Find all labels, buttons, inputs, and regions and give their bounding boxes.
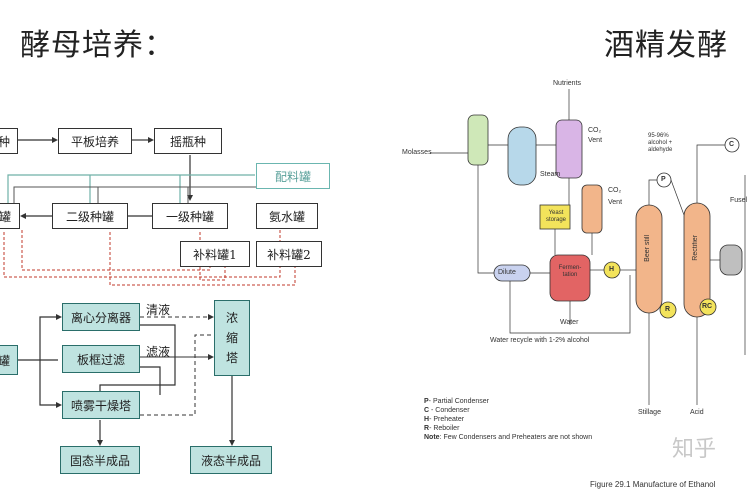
sterilizer-vessel [507,126,537,186]
yeast-flow-lines [3,137,296,446]
fusel-vessel [719,244,743,276]
tank-box-left: 罐 [0,203,20,229]
ethanol-flow-graphics [430,89,746,405]
shake-flask-box: 摇瓶种 [154,128,222,154]
reboiler-tag-2: RC [702,303,713,310]
ethanol-process-diagram: Nutrients Molasses CO₂ Vent Steam CO₂ Ve… [390,75,750,500]
partial-condenser-tag: P [661,176,666,183]
ammonia-tank-box: 氨水罐 [256,203,318,229]
stillage-label: Stillage [638,409,661,416]
vent-a-label: Vent [588,137,603,144]
figure-caption: Figure 29.1 Manufacture of Ethanol [590,480,716,489]
nutrients-label: Nutrients [553,80,582,87]
plate-culture-box: 平板培养 [58,128,132,154]
beer-still-label: Beer still [644,235,651,262]
legend-c: C - Condenser [424,407,470,414]
secondary-seed-tank-box: 二级种罐 [52,203,128,229]
reboiler-circle-2 [699,298,717,316]
concentrator-char-2: 缩 [225,331,238,345]
plate-filter-box: 板框过滤 [62,345,140,373]
feed-tank-2-box: 补料罐2 [256,241,322,267]
feed-tank-1-box: 补料罐1 [180,241,250,267]
fusel-label: Fusel [730,197,748,204]
yeast-storage-label: Yeast storage [545,210,566,223]
legend-note: Note: Few Condensers and Preheaters are … [424,434,593,441]
concentrator-char-3: 塔 [225,351,238,365]
alcohol-note-label: 95-96% alcohol + aldehyde [648,133,673,153]
zhihu-watermark: 知乎 [672,437,717,462]
yeast-culture-vessel [581,184,603,234]
seed-box: 种 [0,128,18,154]
nutrient-vessel [555,119,583,179]
molasses-label: Molasses [402,149,432,156]
preheater-tag: H [609,266,615,273]
legend-r: R- Reboiler [424,425,460,432]
clear-liquid-label: 清液 [146,303,171,317]
legend-p: P- Partial Condenser [424,398,489,405]
water-recycle-label: Water recycle with 1-2% alcohol [490,337,590,344]
spray-dryer-box: 喷雾干燥塔 [62,391,140,419]
liquid-product-box: 液态半成品 [190,446,272,474]
reboiler-tag-1: R [665,306,671,313]
centrifuge-box: 离心分离器 [62,303,140,331]
co2-a-label: CO₂ [588,127,602,134]
right-heading: 酒精发酵 [604,28,728,63]
concentrator-char-1: 浓 [225,311,238,325]
tank-box-lower: 罐 [0,345,18,375]
yeast-culture-diagram: 种 平板培养 摇瓶种 配料罐 罐 二级种罐 一级种罐 氨水罐 补料罐1 补料罐2… [0,95,340,500]
rectifier-label: Rectifier [692,235,699,261]
acid-label: Acid [690,409,704,416]
concentrator-box: 浓 缩 塔 [214,300,250,376]
filtrate-label: 滤液 [146,345,171,359]
dilute-label: Dilute [498,269,516,276]
water-label: Water [560,319,579,326]
fermentation-label: Fermen-tation [558,265,582,278]
vent-b-label: Vent [608,199,623,206]
steam-label: Steam [540,171,561,178]
reboiler-circle-1 [659,301,677,319]
batching-tank-box: 配料罐 [256,163,330,189]
legend-h: H- Preheater [424,416,465,423]
co2-b-label: CO₂ [608,187,622,194]
left-heading: 酵母培养： [20,28,175,63]
solid-product-box: 固态半成品 [60,446,140,474]
condenser-tag: C [729,141,735,148]
primary-seed-tank-box: 一级种罐 [152,203,228,229]
molasses-vessel [467,114,489,166]
